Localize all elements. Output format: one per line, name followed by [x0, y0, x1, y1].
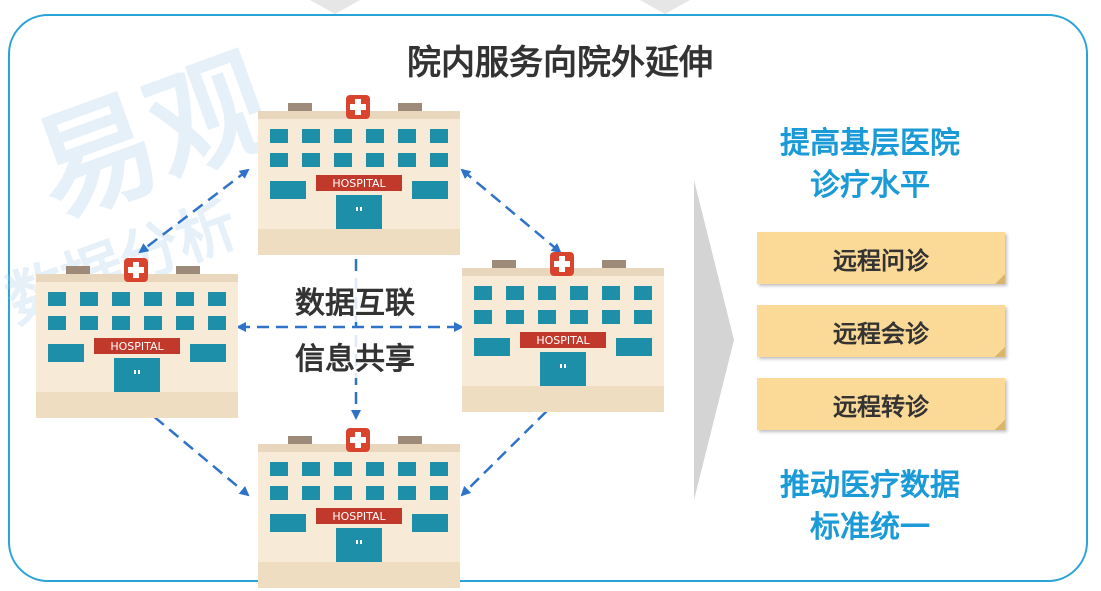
hospital-sign: HOSPITAL — [536, 334, 590, 347]
goal-top-line2: 诊疗水平 — [810, 168, 930, 203]
service-label: 远程问诊 — [833, 246, 929, 275]
page-fold — [995, 420, 1005, 430]
center-label-line2: 信息共享 — [255, 334, 455, 378]
arrow-bottom-right — [460, 396, 562, 497]
goal-bottom-line2: 标准统一 — [810, 510, 930, 545]
hospital-sign: HOSPITAL — [332, 177, 386, 190]
hospital-icon-left: HOSPITAL — [36, 258, 238, 418]
arrow-top-right — [460, 168, 562, 254]
arrow-bottom-left — [138, 403, 250, 497]
goal-top-line1: 提高基层医院 — [780, 126, 960, 161]
service-label: 远程转诊 — [833, 392, 929, 421]
hospital-sign: HOSPITAL — [332, 510, 386, 523]
hospital-sign: HOSPITAL — [110, 340, 164, 353]
service-label: 远程会诊 — [833, 319, 929, 348]
service-remote-referral: 远程转诊 — [757, 378, 1005, 430]
center-label-line1: 数据互联 — [255, 278, 455, 322]
service-remote-consultation: 远程会诊 — [757, 305, 1005, 357]
divider-chevron — [694, 180, 734, 500]
page-title: 院内服务向院外延伸 — [407, 43, 713, 83]
page-fold — [995, 274, 1005, 284]
arrow-top-left — [138, 168, 250, 254]
hospital-icon-right: HOSPITAL — [462, 252, 664, 412]
hospital-icon-top: HOSPITAL — [258, 95, 460, 255]
goal-bottom-line1: 推动医疗数据 — [780, 468, 960, 503]
page-fold — [995, 347, 1005, 357]
hospital-icon-bottom: HOSPITAL — [258, 428, 460, 588]
service-remote-inquiry: 远程问诊 — [757, 232, 1005, 284]
